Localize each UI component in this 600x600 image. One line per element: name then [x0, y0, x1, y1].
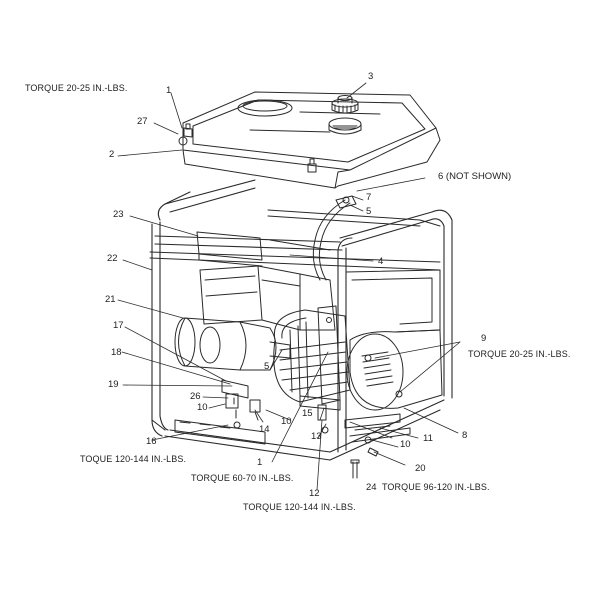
callout-12: 12 — [309, 488, 320, 499]
alternator-housing — [273, 305, 351, 405]
callout-10-left: 10 — [197, 402, 208, 413]
callout-18: 18 — [111, 347, 122, 358]
callout-14: 14 — [259, 424, 270, 435]
callout-9: 9 — [481, 333, 487, 344]
callout-2: 2 — [109, 149, 115, 160]
foot-bolts — [350, 447, 379, 479]
fuel-cap — [331, 95, 359, 114]
callout-11: 11 — [423, 433, 433, 444]
callout-16: 16 — [146, 436, 157, 447]
callout-17: 17 — [113, 320, 124, 331]
callout-20: 20 — [415, 463, 426, 474]
callout-22: 22 — [107, 253, 118, 264]
tubular-frame — [151, 179, 453, 461]
torque-note-stud: TORQUE 60-70 IN.-LBS. — [191, 473, 294, 483]
callout-24: 24 — [366, 482, 377, 493]
fuel-tank — [182, 91, 441, 189]
callout-1-stud: 1 — [257, 457, 263, 468]
callout-8: 8 — [462, 430, 468, 441]
callout-1-tank-bolt: 1 — [166, 85, 172, 96]
callout-23: 23 — [113, 209, 124, 220]
callout-5-alternator: 5 — [264, 361, 270, 372]
callout-13: 13 — [311, 431, 322, 442]
fuel-line — [312, 195, 357, 281]
callout-15: 15 — [302, 408, 313, 419]
torque-note-right-mount: TORQUE 120-144 IN.-LBS. — [243, 502, 356, 512]
frame-cross-bar — [149, 209, 441, 271]
mounting-brackets — [174, 379, 411, 445]
callout-10-center: 10 — [281, 416, 292, 427]
torque-note-left-mount: TOQUE 120-144 IN.-LBS. — [80, 454, 187, 464]
end-bell-cover — [346, 329, 443, 411]
callout-27: 27 — [137, 116, 148, 127]
callout-5-fuel-line: 5 — [366, 206, 372, 217]
callout-4: 4 — [378, 256, 384, 267]
callout-3: 3 — [368, 71, 374, 82]
callout-10-right: 10 — [400, 439, 411, 450]
rear-panel — [345, 269, 441, 333]
leader-lines — [117, 82, 461, 491]
torque-note-end-bell: TORQUE 20-25 IN.-LBS. — [468, 349, 571, 359]
tank-mount-bolts — [178, 123, 317, 173]
torque-note-tank-bolts: TORQUE 20-25 IN.-LBS. — [25, 83, 128, 93]
callout-6: 6 (NOT SHOWN) — [438, 171, 512, 182]
torque-note-foot-bolt: TORQUE 96-120 IN.-LBS. — [382, 482, 490, 492]
callout-26: 26 — [190, 391, 201, 402]
callout-19: 19 — [108, 379, 119, 390]
callout-7: 7 — [366, 192, 372, 203]
callout-21: 21 — [105, 294, 116, 305]
engine-block — [199, 265, 336, 331]
muffler — [174, 317, 291, 371]
